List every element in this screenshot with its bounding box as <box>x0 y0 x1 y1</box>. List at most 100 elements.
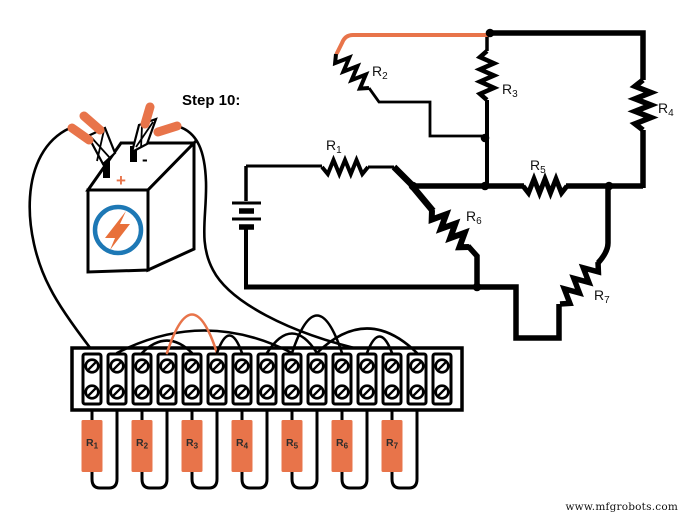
strip-resistor-R2: R2 <box>131 410 169 490</box>
wire-r7-top-lead <box>595 188 611 265</box>
resistor-lead-loop <box>290 410 319 490</box>
terminal-9 <box>281 352 303 406</box>
screw-slot <box>286 386 298 398</box>
clip-jaw-crosshatch <box>135 121 154 148</box>
junction-dot <box>480 133 490 143</box>
screw-slot <box>436 360 448 372</box>
screw-slot <box>111 386 123 398</box>
orange-schematic-wire <box>335 33 490 55</box>
schematic-resistor-label: R5 <box>530 157 546 176</box>
alligator-clip-icon-negative <box>130 102 182 155</box>
clip-handle <box>153 121 182 137</box>
schematic-resistor-label: R3 <box>502 81 518 100</box>
terminal-2 <box>106 352 128 406</box>
jumper-terminal-12-to-13 <box>365 335 394 355</box>
junction-dot <box>408 181 418 191</box>
resistor-zigzag-R1 <box>320 154 370 180</box>
screw-slot <box>411 360 423 372</box>
resistor-body <box>231 420 253 472</box>
resistor-zigzag-R3 <box>474 49 500 102</box>
terminal-12 <box>356 352 378 406</box>
terminal-6 <box>206 352 228 406</box>
step-label: Step 10: <box>182 92 241 109</box>
screw-slot <box>286 360 298 372</box>
clip-jaw-crosshatch <box>96 129 105 162</box>
clip-handle <box>79 111 105 135</box>
lightning-icon <box>105 211 130 250</box>
jumper-terminal-4-to-6 <box>165 313 219 355</box>
screw-slot <box>261 386 273 398</box>
resistor-body <box>81 420 103 472</box>
junction-dot <box>480 181 490 191</box>
screw-slot <box>211 386 223 398</box>
screw-slot <box>336 360 348 372</box>
junction-dot <box>485 28 495 38</box>
resistor-zigzag-R4 <box>627 77 659 133</box>
strip-resistor-R5: R5 <box>281 410 319 490</box>
resistor-body <box>381 420 403 472</box>
screw-slot <box>136 360 148 372</box>
jumper-terminal-8-to-10 <box>265 332 319 355</box>
schematic-resistor-label: R4 <box>658 100 674 119</box>
screw-slot <box>311 360 323 372</box>
screw-slot <box>186 386 198 398</box>
resistor-body <box>181 420 203 472</box>
resistor-lead-loop <box>190 410 219 490</box>
screw-slot <box>386 386 398 398</box>
clip-handle <box>140 102 155 129</box>
wire-top-rail <box>487 30 646 80</box>
jumper-terminal-3-to-5 <box>140 339 194 355</box>
strip-resistor-R7: R7 <box>381 410 419 490</box>
screw-slot <box>361 386 373 398</box>
screw-slot <box>161 360 173 372</box>
terminal-3 <box>131 352 153 406</box>
terminal-14 <box>406 352 428 406</box>
resistor-body <box>131 420 153 472</box>
screw-slot <box>111 360 123 372</box>
schematic-resistor-label: R1 <box>326 137 342 156</box>
resistor-lead-loop <box>90 410 119 490</box>
screw-slot <box>411 386 423 398</box>
wire-r6-top-lead <box>410 184 436 214</box>
schematic-resistor-label: R7 <box>594 287 610 306</box>
junction-dot <box>604 181 614 191</box>
resistor-zigzag-R5 <box>521 172 569 200</box>
screw-slot <box>236 360 248 372</box>
alligator-clip-icon-positive <box>67 111 117 166</box>
screw-slot <box>136 386 148 398</box>
screw-slot <box>236 386 248 398</box>
strip-resistor-R6: R6 <box>331 410 369 490</box>
battery-plus-sign: + <box>116 171 126 190</box>
terminal-13 <box>381 352 403 406</box>
clip-handle <box>67 123 94 145</box>
battery-positive-wire <box>28 126 93 350</box>
resistor-zigzag-R2 <box>332 53 370 91</box>
resistor-body <box>331 420 353 472</box>
screw-slot <box>211 360 223 372</box>
resistor-body <box>281 420 303 472</box>
terminal-1 <box>81 352 103 406</box>
resistor-lead-loop <box>340 410 369 490</box>
screw-slot <box>161 386 173 398</box>
schematic-resistor-label: R2 <box>372 63 388 82</box>
wire-r2-tail <box>367 87 484 138</box>
strip-resistor-R4: R4 <box>231 410 269 490</box>
junction-dot <box>472 282 482 292</box>
screw-slot <box>436 386 448 398</box>
jumper-terminal-2-to-9 <box>115 329 294 355</box>
screw-slot <box>86 386 98 398</box>
watermark: www.mfgrobots.com <box>565 501 678 513</box>
terminal-15 <box>431 352 453 406</box>
screw-slot <box>186 360 198 372</box>
resistor-zigzag-R7 <box>559 261 602 307</box>
screw-slot <box>361 360 373 372</box>
terminal-5 <box>181 352 203 406</box>
strip-resistor-R1: R1 <box>81 410 119 490</box>
resistor-lead-loop <box>140 410 169 490</box>
resistor-lead-loop <box>240 410 269 490</box>
jumper-terminal-6-to-7 <box>215 334 244 355</box>
resistor-zigzag-R6 <box>428 209 470 251</box>
